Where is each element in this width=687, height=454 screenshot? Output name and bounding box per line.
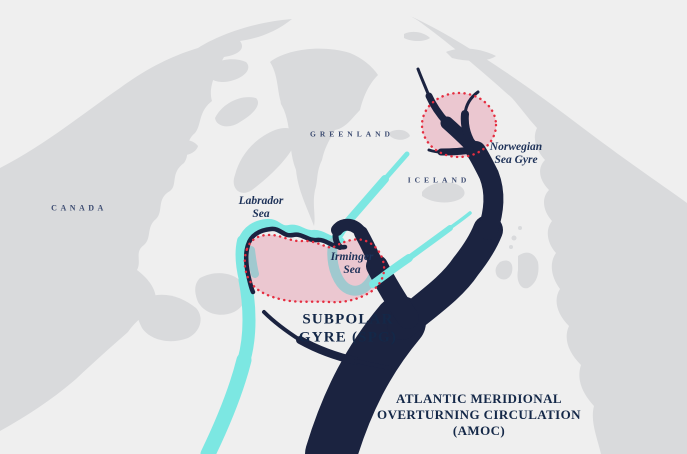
annotation-amoc-line3: (AMOC) (452, 423, 506, 439)
amoc-trunk (387, 215, 503, 340)
norwegian-branch-main (425, 92, 451, 127)
annotation-amoc-line1: ATLANTIC MERIDIONAL (396, 390, 562, 406)
amoc-trunk (305, 296, 426, 454)
annotation-amoc-line2: OVERTURNING CIRCULATION (377, 406, 581, 422)
baffin-island (233, 127, 296, 193)
irminger-outflow (406, 225, 453, 261)
norwegian-branch-main (416, 67, 431, 98)
arctic-sliver (404, 31, 430, 41)
landmasses (0, 16, 687, 454)
norwegian-branch-west (437, 146, 474, 156)
nova-scotia-landmass (136, 294, 201, 342)
labrador-current (237, 273, 256, 367)
norwegian-branch-east (460, 110, 476, 148)
label-labrador-sea-line1: Labrador (238, 195, 284, 208)
label-irminger-sea: Irminger Sea (331, 251, 374, 277)
great-britain-island (517, 252, 539, 289)
label-norwegian-sea-gyre-line1: Norwegian (489, 141, 543, 154)
norwegian-sea-gyre-region (422, 93, 496, 157)
arctic-island (150, 95, 197, 120)
label-iceland: ICELAND (407, 175, 471, 185)
newfoundland-island (195, 273, 247, 315)
norwegian-sea-gyre-outline (420, 91, 498, 159)
label-canada: CANADA (51, 203, 107, 213)
iceland-landmass (422, 182, 465, 203)
labrador-current (200, 352, 252, 454)
labrador-current (238, 218, 345, 248)
arctic-sliver (390, 129, 410, 140)
arctic-island (170, 140, 198, 156)
eurasia-landmass (410, 16, 687, 454)
arctic-island (205, 59, 249, 83)
north-america-landmass (0, 19, 292, 431)
spg-rim-current (243, 226, 348, 295)
irminger-outflow (448, 211, 472, 230)
gyre-outlines (243, 91, 498, 304)
label-labrador-sea-line2: Sea (252, 208, 270, 220)
greenland-landmass (270, 48, 378, 227)
spg-swoosh (262, 310, 302, 342)
spg-swoosh (296, 336, 360, 365)
spg-swoosh (354, 359, 392, 370)
ireland-island (495, 260, 513, 280)
label-irminger-sea-line2: Sea (343, 264, 361, 276)
surface-current-top (369, 211, 472, 288)
label-norwegian-sea-gyre: Norwegian Sea Gyre (490, 141, 542, 167)
amoc-flow (243, 67, 504, 454)
irminger-outflow (369, 254, 413, 288)
label-labrador-sea: Labrador Sea (239, 195, 284, 221)
labrador-current-shaded (247, 246, 259, 278)
annotation-subpolar-gyre-line2: GYRE (SPG) (298, 329, 398, 345)
label-norwegian-sea-gyre-line2: Sea Gyre (494, 154, 538, 166)
label-greenland: GREENLAND (310, 129, 394, 139)
scottish-isle (509, 245, 513, 249)
scottish-isle (511, 235, 517, 241)
scottish-isle (518, 226, 522, 230)
label-irminger-sea-line1: Irminger (330, 251, 374, 264)
annotation-amoc: ATLANTIC MERIDIONAL OVERTURNING CIRCULAT… (377, 391, 581, 439)
norwegian-branch-east (463, 90, 480, 116)
annotation-subpolar-gyre: SUBPOLAR GYRE (SPG) (299, 311, 397, 346)
annotation-subpolar-gyre-line1: SUBPOLAR (302, 311, 394, 328)
norwegian-branch-west (427, 148, 443, 154)
subpolar-gyre-outline (243, 233, 386, 304)
arctic-island (215, 97, 259, 127)
